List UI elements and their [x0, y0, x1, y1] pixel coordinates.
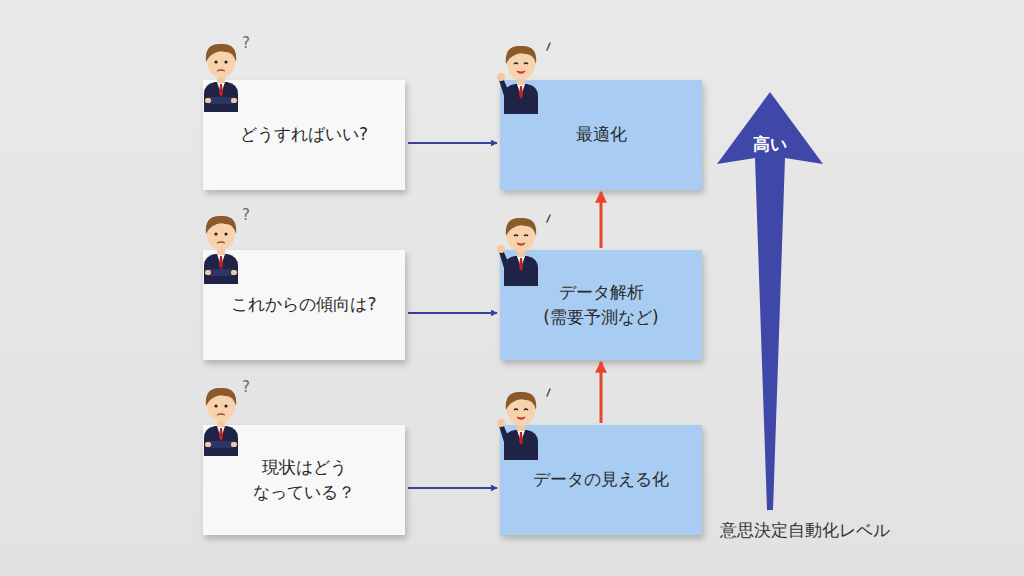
question-mark: ?	[242, 206, 250, 224]
arrow-shape	[715, 92, 825, 512]
process-box: 現状はどう なっている？	[203, 425, 405, 535]
progress-arrow	[600, 362, 603, 423]
box-text: データ解析 (需要予測など)	[526, 280, 676, 331]
process-box: これからの傾向は?	[203, 250, 405, 360]
box-text: 最適化	[576, 122, 627, 148]
answer-arrow	[408, 312, 497, 314]
arrow-text: 高い	[715, 132, 825, 158]
process-box: 最適化	[500, 80, 702, 190]
answer-arrow	[408, 487, 497, 489]
question-mark: ?	[242, 378, 250, 396]
box-text: 現状はどう なっている？	[229, 455, 379, 506]
box-text: これからの傾向は?	[231, 292, 376, 318]
box-text: データの見える化	[533, 467, 669, 493]
process-box: どうすればいい?	[203, 80, 405, 190]
process-box: データの見える化	[500, 425, 702, 535]
axis-label: 意思決定自動化レベル	[720, 518, 890, 544]
level-arrow: 高い意思決定自動化レベル	[715, 92, 825, 512]
progress-arrow	[600, 192, 603, 248]
box-text: どうすればいい?	[240, 122, 368, 148]
question-mark: ?	[242, 34, 250, 52]
process-box: データ解析 (需要予測など)	[500, 250, 702, 360]
answer-arrow	[408, 142, 497, 144]
